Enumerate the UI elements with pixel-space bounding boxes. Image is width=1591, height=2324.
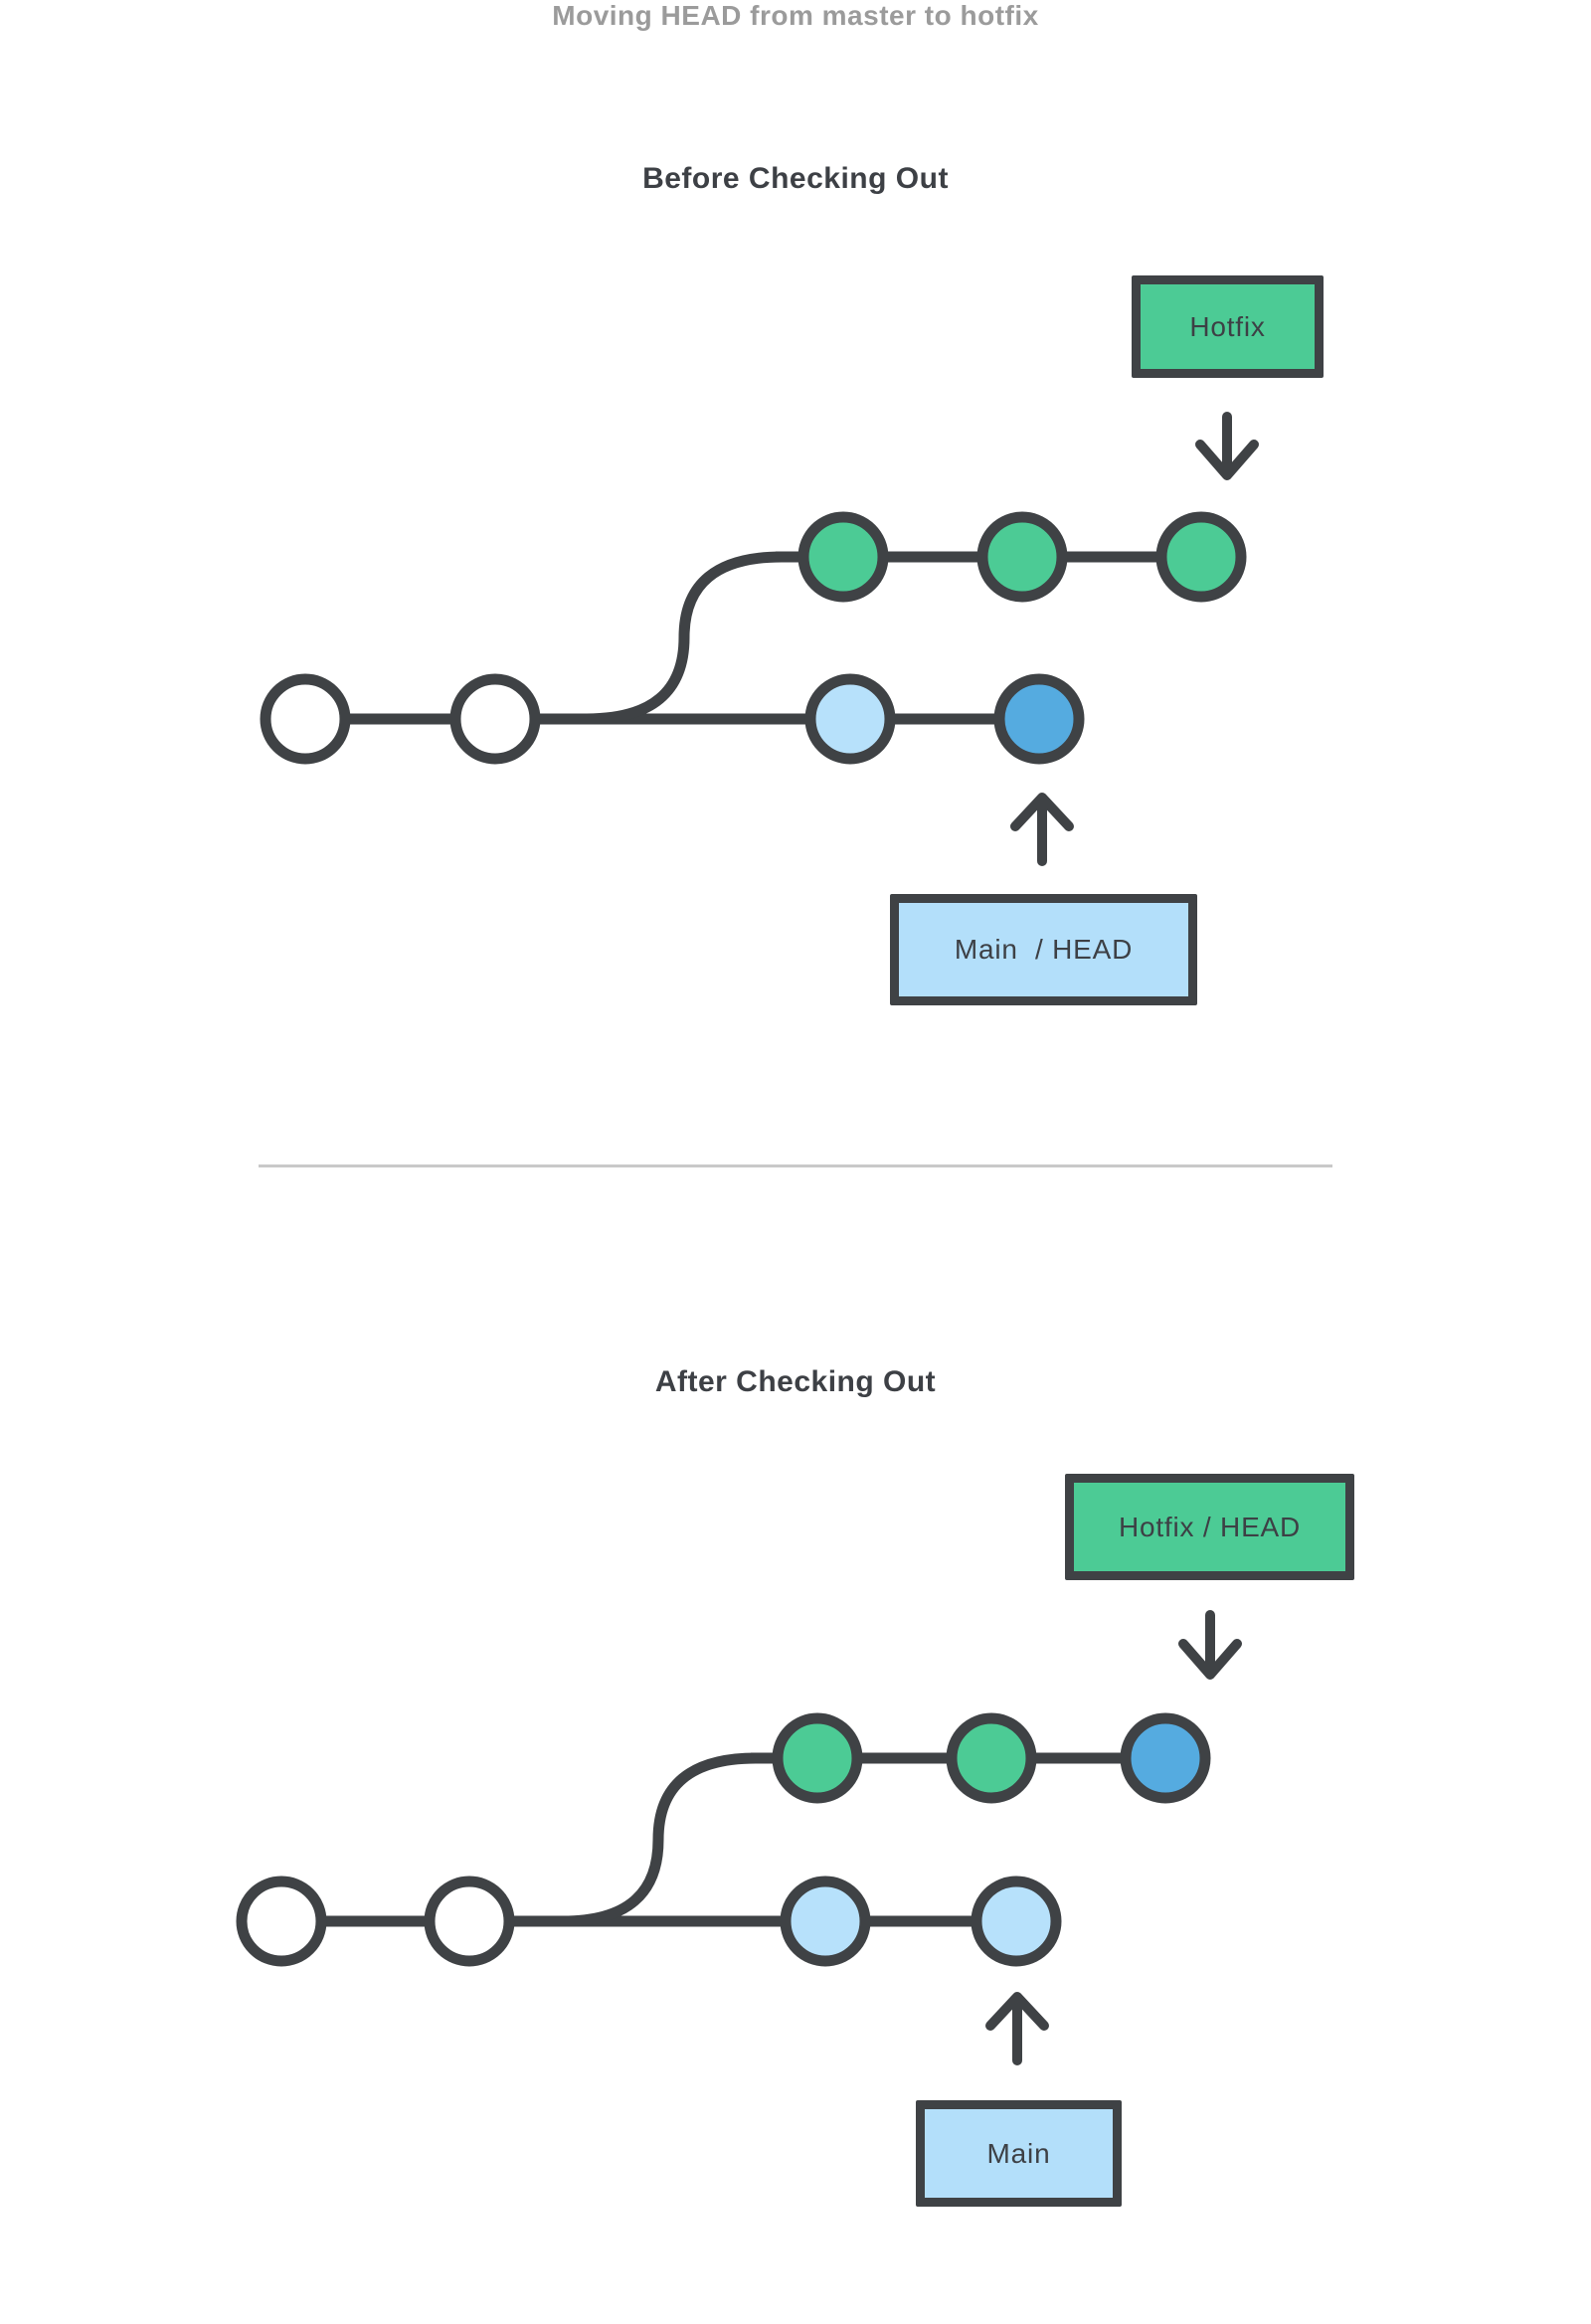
- after-main-commit-2: [424, 1876, 515, 1967]
- after-hotfix-head-label: Hotfix / HEAD: [1065, 1474, 1354, 1580]
- before-hotfix-commit-2: [976, 511, 1068, 603]
- after-hotfix-commit-1: [772, 1712, 863, 1804]
- after-hotfix-commit-2: [946, 1712, 1037, 1804]
- after-main-commit-1: [236, 1876, 327, 1967]
- before-main-commit-2: [449, 673, 541, 765]
- after-branch-fork-curve: [562, 1752, 757, 1927]
- arrow-up-icon: [985, 1992, 1049, 2065]
- arrow-up-icon: [1010, 793, 1074, 866]
- after-section-heading: After Checking Out: [654, 1365, 937, 1398]
- after-hotfix-commit-3-head: [1120, 1712, 1211, 1804]
- after-main-commit-4: [971, 1876, 1062, 1967]
- section-divider: [259, 1164, 1332, 1167]
- before-hotfix-commit-3: [1155, 511, 1247, 603]
- before-main-commit-4-head: [993, 673, 1085, 765]
- before-section-heading: Before Checking Out: [642, 162, 949, 195]
- before-commit-graph: [260, 412, 1259, 866]
- before-hotfix-branch-label: Hotfix: [1132, 275, 1324, 378]
- before-main-head-label: Main / HEAD: [890, 894, 1197, 1005]
- after-main-commit-3: [780, 1876, 871, 1967]
- arrow-down-icon: [1195, 412, 1259, 480]
- before-hotfix-commit-1: [797, 511, 889, 603]
- after-commit-graph: [236, 1610, 1242, 2065]
- page-title: Moving HEAD from master to hotfix: [552, 0, 1039, 31]
- before-main-commit-1: [260, 673, 351, 765]
- arrow-down-icon: [1178, 1610, 1242, 1680]
- after-main-branch-label: Main: [916, 2100, 1122, 2207]
- before-main-commit-3: [804, 673, 896, 765]
- before-branch-fork-curve: [586, 551, 783, 725]
